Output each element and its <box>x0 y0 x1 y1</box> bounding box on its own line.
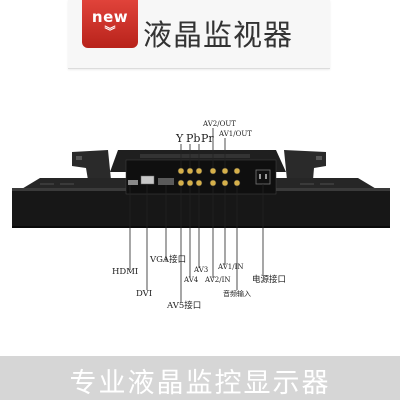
page-title: 液晶监视器 <box>143 18 294 52</box>
label-av1-out: AV1/OUT <box>218 130 252 138</box>
bottom-banner: 专业液晶监控显示器 <box>0 356 400 400</box>
label-pr: Pr <box>201 132 214 145</box>
label-y: Y <box>175 132 184 145</box>
label-vga: VGA接口 <box>149 254 186 265</box>
label-av2-in: AV2/IN <box>204 276 230 284</box>
label-dvi: DVI <box>136 289 152 299</box>
vga-port <box>158 178 174 185</box>
dvi-port <box>140 175 155 185</box>
label-av5: AV5接口 <box>166 300 201 311</box>
label-av4: AV4 <box>183 276 199 284</box>
hdmi-port <box>128 180 138 185</box>
label-audio-in: 音频输入 <box>223 289 251 298</box>
label-av1-in: AV1/IN <box>217 263 243 271</box>
label-av3: AV3 <box>193 266 208 274</box>
new-badge: new ︾ <box>82 0 138 48</box>
new-badge-text: new <box>91 8 129 26</box>
leader-lines <box>129 128 264 302</box>
label-pb: Pb <box>186 132 200 145</box>
label-power: 电源接口 <box>252 274 286 285</box>
connector-panel <box>125 159 277 195</box>
label-av2-out: AV2/OUT <box>202 120 236 128</box>
power-socket <box>255 169 271 185</box>
rca-jacks-bottom <box>177 179 241 187</box>
chevron-down-icon: ︾ <box>104 25 116 38</box>
label-hdmi: HDMI <box>112 267 138 277</box>
footer-title: 专业液晶监控显示器 <box>69 368 331 399</box>
